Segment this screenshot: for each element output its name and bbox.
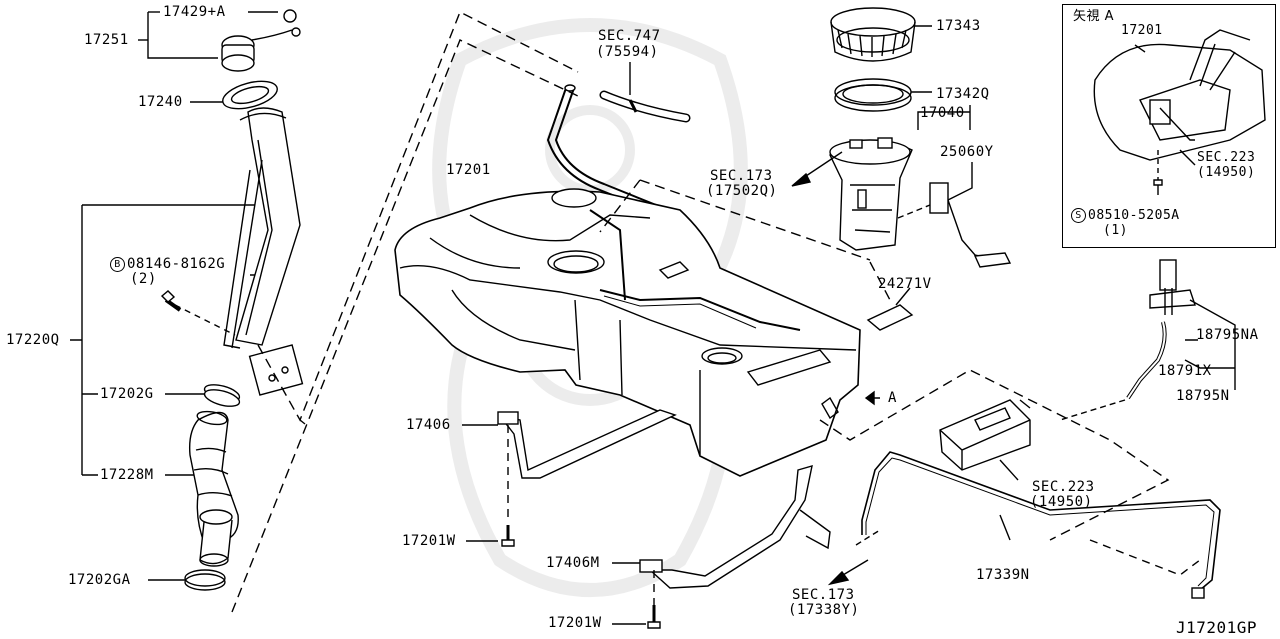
label-24271v: 24271V [878,276,932,292]
inset-label-17201: 17201 [1121,23,1163,38]
label-sec223-sub: (14950) [1030,494,1093,510]
pump-gasket [834,78,912,106]
label-17406m: 17406M [546,555,600,571]
tank-strap-1 [498,409,677,479]
filler-tube [235,107,301,346]
label-17406: 17406 [406,417,451,433]
label-17339n: 17339N [976,567,1030,583]
inset-label-sec223-sub: (14950) [1197,165,1256,180]
label-18791x: 18791X [1158,363,1212,379]
screw-s-badge: S [1071,208,1086,223]
label-sec173b: SEC.173 [792,587,855,603]
label-18795na: 18795NA [1196,327,1259,343]
label-17201w-a: 17201W [402,533,456,549]
label-08146-number: 08146-8162G [127,256,226,272]
label-17201: 17201 [446,162,491,178]
label-17228m: 17228M [100,467,154,483]
inset-label-sec223: SEC.223 [1197,150,1256,165]
label-17202g: 17202G [100,386,154,402]
label-17342q: 17342Q [936,86,990,102]
inset-label-screw-qty: (1) [1103,223,1128,238]
inset-screw-number: 08510-5205A [1088,208,1180,223]
inset-title: 矢視 A [1073,9,1115,24]
label-sec173b-sub: (17338Y) [788,602,860,618]
label-17429a: 17429+A [163,4,226,20]
diagram-id: J17201GP [1176,618,1258,637]
label-view-a: A [888,390,897,406]
label-sec173a: SEC.173 [710,168,773,184]
label-17343: 17343 [936,18,981,34]
label-sec173a-sub: (17502Q) [706,183,778,199]
label-17201w-b: 17201W [548,615,602,631]
label-18795n: 18795N [1176,388,1230,404]
label-17251: 17251 [84,32,129,48]
label-sec747-sub: (75594) [596,44,659,60]
evap-canister [939,399,1031,471]
label-sec223: SEC.223 [1032,479,1095,495]
bolt-b-badge: B [110,257,125,272]
label-17220q: 17220Q [6,332,60,348]
tank-strap-2 [648,465,813,589]
label-17040: 17040 [920,105,965,121]
label-08146-qty: (2) [130,271,157,287]
fuel-tank [394,190,861,477]
lock-ring [830,7,916,37]
label-25060y: 25060Y [940,144,994,160]
label-17202ga: 17202GA [68,572,131,588]
vapor-line [861,451,1221,591]
label-sec747: SEC.747 [598,28,661,44]
label-17240: 17240 [138,94,183,110]
filler-gasket [222,80,278,110]
